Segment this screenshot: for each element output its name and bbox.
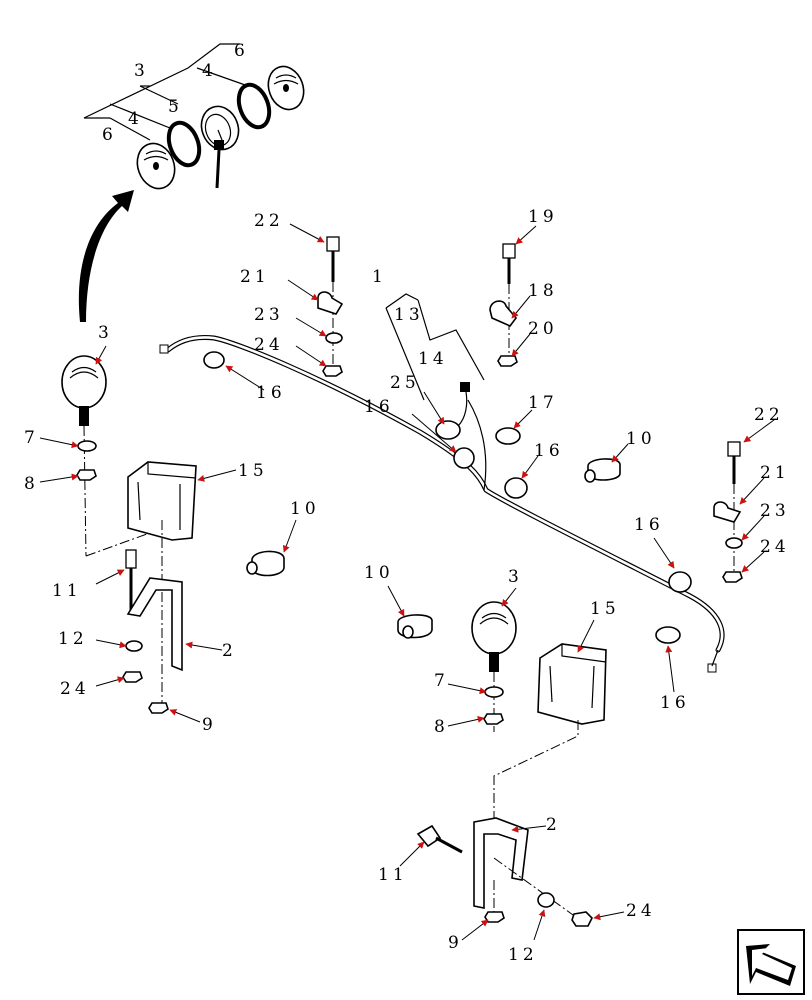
callout-9: 9 xyxy=(202,715,217,735)
callout-14: 14 xyxy=(418,349,448,369)
left-lamp-group xyxy=(61,355,197,714)
callout-labels: 6 3 4 5 4 6 3 7 8 15 10 11 12 2 24 9 22 … xyxy=(24,41,790,965)
right-lamp-group xyxy=(416,601,607,927)
callout-9: 9 xyxy=(448,933,463,953)
callout-4: 4 xyxy=(202,61,217,81)
callout-19: 19 xyxy=(528,207,558,227)
callout-23: 23 xyxy=(760,501,790,521)
callout-18: 18 xyxy=(528,281,558,301)
callout-24: 24 xyxy=(626,901,656,921)
callout-20: 20 xyxy=(528,319,558,339)
callout-7: 7 xyxy=(24,428,39,448)
callout-6: 6 xyxy=(234,41,249,61)
callout-24: 24 xyxy=(254,335,284,355)
callout-22: 22 xyxy=(754,405,784,425)
grommets xyxy=(203,351,692,644)
callout-16: 16 xyxy=(660,693,690,713)
callout-8: 8 xyxy=(24,474,39,494)
callout-12: 12 xyxy=(58,629,88,649)
callout-7: 7 xyxy=(434,671,449,691)
callout-8: 8 xyxy=(434,717,449,737)
callout-4: 4 xyxy=(128,109,143,129)
callout-16: 16 xyxy=(256,383,286,403)
callout-16: 16 xyxy=(534,441,564,461)
top-middle-hardware xyxy=(317,236,344,377)
callout-25: 25 xyxy=(390,373,420,393)
right-middle-hardware xyxy=(489,243,518,367)
callout-21: 21 xyxy=(240,267,270,287)
callout-3: 3 xyxy=(98,323,113,343)
callout-23: 23 xyxy=(254,305,284,325)
assembly-pointer-arrow xyxy=(78,190,134,322)
callout-2: 2 xyxy=(546,815,561,835)
callout-15: 15 xyxy=(238,461,268,481)
wiring-harness xyxy=(159,335,725,673)
callout-13: 13 xyxy=(394,305,424,325)
callout-10: 10 xyxy=(626,429,656,449)
hose-clamps xyxy=(246,458,621,639)
callout-22: 22 xyxy=(254,211,284,231)
callout-16: 16 xyxy=(634,515,664,535)
callout-3: 3 xyxy=(508,567,523,587)
callout-5: 5 xyxy=(168,97,183,117)
callout-15: 15 xyxy=(590,599,620,619)
callout-11: 11 xyxy=(378,865,408,885)
callout-2: 2 xyxy=(222,641,237,661)
callout-21: 21 xyxy=(760,463,790,483)
connector-group xyxy=(385,293,485,440)
page-arrow-icon[interactable] xyxy=(737,929,805,995)
callout-17: 17 xyxy=(528,393,558,413)
callout-6: 6 xyxy=(102,125,117,145)
far-right-hardware xyxy=(713,441,743,583)
callout-16: 16 xyxy=(364,397,394,417)
callout-1: 1 xyxy=(372,267,387,287)
callout-3: 3 xyxy=(134,61,149,81)
callout-12: 12 xyxy=(508,945,538,965)
callout-10: 10 xyxy=(364,563,394,583)
callout-11: 11 xyxy=(52,581,82,601)
callout-10: 10 xyxy=(290,499,320,519)
leader-arrows xyxy=(39,223,775,941)
callout-24: 24 xyxy=(760,537,790,557)
callout-24: 24 xyxy=(60,679,90,699)
lamp-exploded-view xyxy=(83,43,305,190)
